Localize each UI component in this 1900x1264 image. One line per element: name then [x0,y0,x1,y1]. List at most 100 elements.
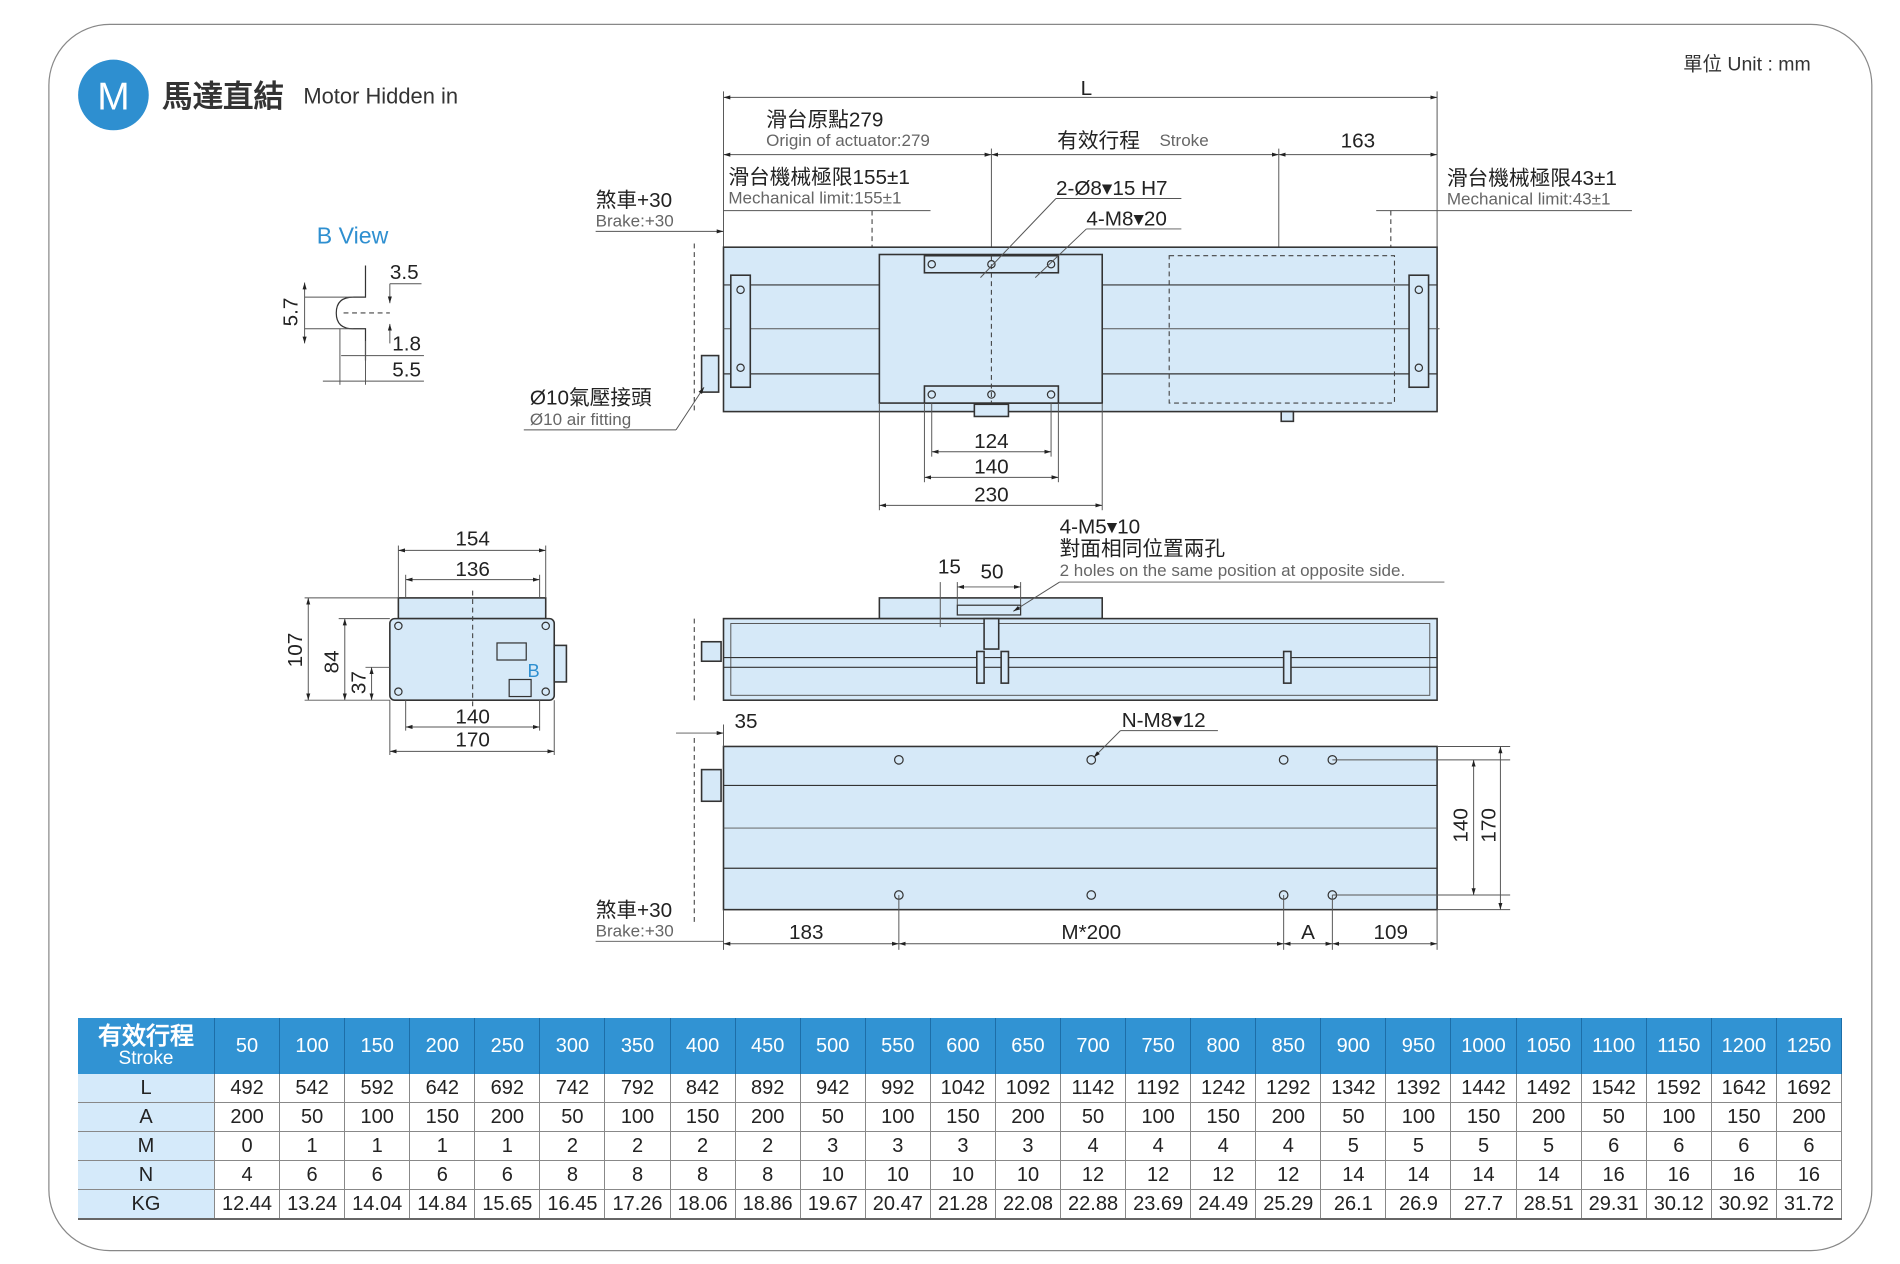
row-label: L [78,1074,215,1103]
table-cell: 592 [344,1074,411,1103]
table-cell: 692 [474,1074,541,1103]
stroke-header-cell: 950 [1385,1018,1452,1074]
table-cell: 6 [1646,1131,1712,1161]
table-cell: 1642 [1711,1074,1777,1103]
table-cell: 16 [1646,1160,1712,1190]
stroke-header-cell: 750 [1125,1018,1192,1074]
table-cell: 8 [539,1160,606,1190]
end-view [304,545,568,755]
table-cell: 1 [409,1131,476,1161]
stroke-header-cell: 1250 [1776,1018,1843,1074]
title-cn: 馬達直結 [162,80,284,114]
table-cell: 200 [995,1102,1062,1132]
table-cell: 5 [1516,1131,1582,1161]
table-cell: 100 [1125,1102,1192,1132]
table-cell: 150 [930,1102,996,1132]
tap-holes-label: 4-M8▾20 [1086,207,1167,230]
table-cell: 1342 [1320,1074,1387,1103]
table-cell: 3 [865,1131,931,1161]
table-cell: 4 [1060,1131,1127,1161]
brake-cn: 煞車+30 [596,189,672,212]
origin-cn: 滑台原點279 [766,109,883,132]
mounting-hole [893,754,904,765]
table-cell: 22.88 [1060,1189,1127,1220]
table-cell: 50 [800,1102,866,1132]
table-cell: 2 [735,1131,801,1161]
table-cell: 1 [344,1131,411,1161]
table-cell: 1292 [1255,1074,1322,1103]
stroke-cn: 有效行程 [1057,129,1140,152]
bottom-dim-m200: M*200 [1061,921,1121,944]
bottom-holes-label: N-M8▾12 [1122,709,1206,732]
end-dim-107: 107 [284,633,307,668]
mounting-hole [1278,754,1289,765]
table-cell: 8 [735,1160,801,1190]
table-cell: 5 [1385,1131,1452,1161]
table-cell: 50 [279,1102,346,1132]
bottom-dim-170: 170 [1478,808,1501,843]
unit-label: 單位 Unit : mm [1683,54,1811,76]
table-cell: 1542 [1581,1074,1647,1103]
table-cell: 16 [1776,1160,1843,1190]
table-cell: 10 [995,1160,1062,1190]
table-cell: 1692 [1776,1074,1843,1103]
table-cell: 14 [1385,1160,1452,1190]
bottom-brake-cn: 煞車+30 [596,899,672,922]
side-holes-label: 4-M5▾10 [1060,515,1141,538]
table-cell: 742 [539,1074,606,1103]
end-dim-84: 84 [321,650,344,673]
table-cell: 6 [1711,1131,1777,1161]
stroke-header-cell: 250 [474,1018,541,1074]
table-cell: 5 [1450,1131,1517,1161]
table-cell: 10 [800,1160,866,1190]
row-label: KG [78,1189,215,1220]
b-view-dim-3-5: 3.5 [390,261,419,284]
table-cell: 3 [930,1131,996,1161]
stroke-header-cell: 400 [670,1018,736,1074]
stroke-header-cell: 650 [995,1018,1062,1074]
table-cell: 25.29 [1255,1189,1322,1220]
table-cell: 16 [1711,1160,1777,1190]
table-cell: 28.51 [1516,1189,1582,1220]
table-cell: 13.24 [279,1189,346,1220]
table-cell: 10 [865,1160,931,1190]
b-view-dim-5-7: 5.7 [279,298,302,327]
table-cell: 6 [1776,1131,1843,1161]
table-cell: 50 [539,1102,606,1132]
table-cell: 150 [1711,1102,1777,1132]
table-cell: 100 [1646,1102,1712,1132]
dim-140: 140 [974,456,1009,479]
table-cell: 792 [604,1074,671,1103]
side-view [693,581,1445,701]
table-cell: 6 [474,1160,541,1190]
stroke-header-cell: 900 [1320,1018,1387,1074]
b-view-title: B View [317,223,389,249]
table-cell: 1042 [930,1074,996,1103]
table-cell: 942 [800,1074,866,1103]
table-cell: 492 [214,1074,281,1103]
table-cell: 23.69 [1125,1189,1192,1220]
table-cell: 30.92 [1711,1189,1777,1220]
dim-L: L [1081,77,1093,100]
air-fitting-cn: Ø10氣壓接頭 [530,386,652,409]
bottom-dim-183: 183 [789,921,824,944]
table-cell: 6 [409,1160,476,1190]
table-cell: 1 [279,1131,346,1161]
table-cell: 50 [1060,1102,1127,1132]
table-cell: 12 [1060,1160,1127,1190]
bottom-view [595,724,1511,950]
table-cell: 14 [1320,1160,1387,1190]
table-cell: 26.9 [1385,1189,1452,1220]
table-cell: 100 [865,1102,931,1132]
stroke-header-cell: 500 [800,1018,866,1074]
dim-230: 230 [974,484,1009,507]
stroke-header-cell: 700 [1060,1018,1127,1074]
stroke-header-cell: 1150 [1646,1018,1712,1074]
section-badge [78,59,149,131]
table-cell: 200 [735,1102,801,1132]
table-cell: 1192 [1125,1074,1192,1103]
table-cell: 8 [670,1160,736,1190]
table-cell: 1592 [1646,1074,1712,1103]
